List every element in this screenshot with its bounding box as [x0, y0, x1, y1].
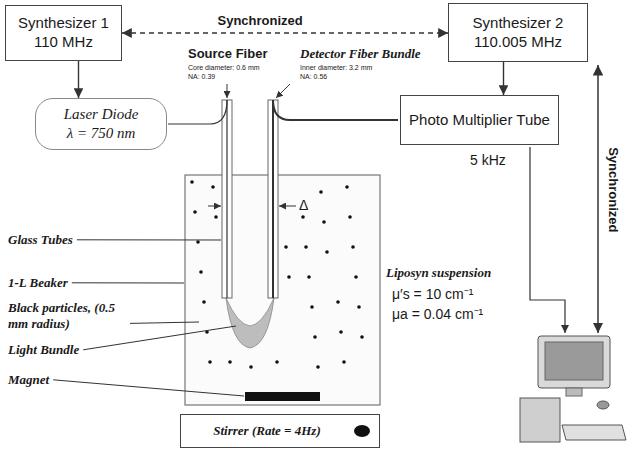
- sync-label: Synchronized: [605, 147, 621, 232]
- part-label: 1-L Beaker: [8, 275, 68, 291]
- part-label: Magnet: [8, 372, 49, 388]
- delta-arrow: [208, 206, 221, 207]
- node-text: 110 MHz: [34, 33, 93, 52]
- node-text: Synthesizer 1: [18, 14, 109, 33]
- fiber-pointer: [276, 84, 290, 98]
- synthesizer-box: Synthesizer 2110.005 MHz: [448, 3, 588, 62]
- detector-fiber-lead: [273, 100, 398, 120]
- computer: [520, 336, 626, 442]
- leader-line: [130, 322, 199, 323]
- node-text: λ = 750 nm: [67, 124, 136, 143]
- edge-label: Synchronized: [216, 13, 305, 28]
- annotation: μa = 0.04 cm⁻¹: [392, 306, 483, 323]
- beaker: [185, 175, 380, 405]
- annotation: NA: 0.56: [300, 73, 327, 81]
- annotation: Inner diameter: 3.2 mm: [300, 64, 372, 72]
- annotation: 5 kHz: [470, 152, 506, 169]
- signal-arrow: [530, 147, 565, 333]
- annotation: Liposyn suspension: [386, 265, 491, 281]
- part-label: Light Bundle: [8, 342, 79, 358]
- leader-line: [83, 326, 236, 350]
- detector-glass-tube: [268, 100, 278, 298]
- annotation: Detector Fiber Bundle: [300, 46, 421, 62]
- synthesizer-box: Synthesizer 1110 MHz: [5, 5, 122, 61]
- leader-line: [72, 282, 184, 283]
- annotation: Δ: [299, 197, 308, 214]
- source-glass-tube: [222, 100, 232, 298]
- connector-arrow: [78, 61, 79, 98]
- laser-diode-box: Laser Diodeλ = 750 nm: [35, 98, 167, 150]
- node-text: Synthesizer 2: [473, 14, 564, 33]
- source-fiber-lead: [168, 100, 227, 124]
- part-label: Black particles, (0.5 mm radius): [8, 300, 126, 331]
- leader-line: [53, 380, 244, 396]
- annotation: Core diameter: 0.6 mm: [188, 64, 260, 72]
- annotation: μ′s = 10 cm⁻¹: [392, 286, 473, 303]
- annotation: Source Fiber: [188, 46, 267, 62]
- annotation: NA: 0.39: [188, 73, 215, 81]
- stirrer-box: Stirrer (Rate = 4Hz): [180, 414, 380, 448]
- node-text: Laser Diode: [64, 105, 139, 124]
- connector-arrow: [122, 32, 448, 33]
- node-text: 110.005 MHz: [474, 33, 562, 52]
- light-bundle: [226, 298, 274, 348]
- part-label: Glass Tubes: [8, 232, 73, 248]
- connector-arrow: [503, 62, 504, 95]
- node-text: Photo Multiplier Tube: [409, 111, 550, 130]
- detector-fiber: [272, 100, 274, 298]
- pmt-box: Photo Multiplier Tube: [400, 95, 559, 145]
- sync-arrow: [597, 65, 599, 333]
- source-fiber: [226, 100, 227, 298]
- delta-arrow: [279, 206, 296, 207]
- stirrer-knob: [354, 425, 370, 437]
- node-text: Stirrer (Rate = 4Hz): [213, 423, 320, 439]
- fiber-pointer: [227, 84, 228, 98]
- leader-line: [77, 239, 221, 240]
- magnet: [245, 392, 320, 401]
